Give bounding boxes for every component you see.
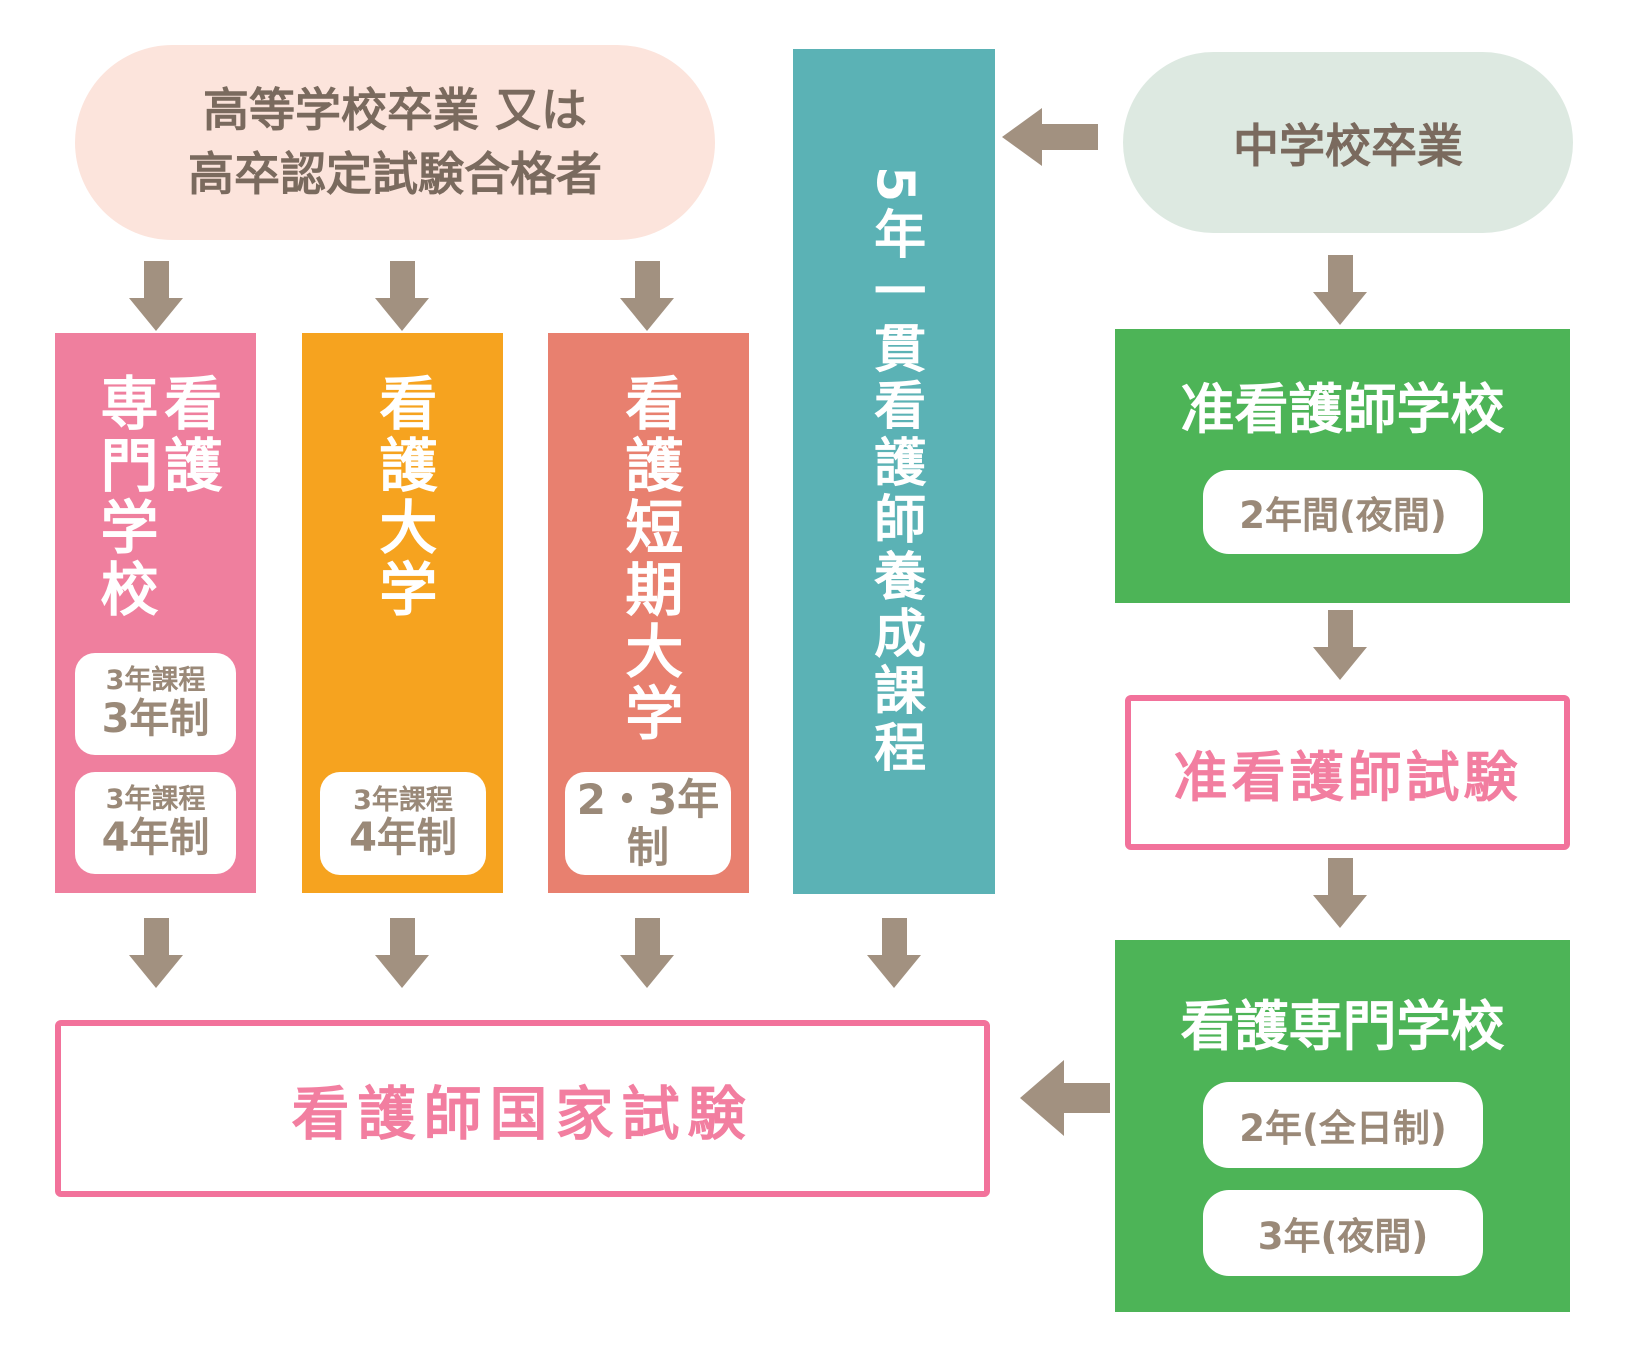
high-school-line1: 高等学校卒業 又は [202, 83, 587, 138]
vocational-box2-course: 3年課程 [105, 784, 206, 816]
national-exam-label: 看護師国家試験 [291, 1079, 754, 1148]
university-box-4year: 3年課程 4年制 [320, 772, 486, 875]
arrow-down-university-to-exam-icon [375, 918, 429, 988]
arrow-down-to-assistant-exam-icon [1313, 610, 1367, 680]
five-year-title-wrap: 5年一貫看護師養成課程 [793, 49, 995, 894]
nursing-school-duration-1: 2年(全日制) [1203, 1082, 1483, 1168]
university-title: 看護大学 [369, 373, 438, 621]
university-box-years: 4年制 [349, 815, 457, 862]
arrow-down-to-assistant-school-icon [1313, 255, 1367, 325]
university-box-course: 3年課程 [353, 784, 453, 816]
assistant-exam-label: 准看護師試験 [1173, 746, 1522, 809]
arrow-down-vocational-to-exam-icon [129, 918, 183, 988]
assistant-nurse-school-box: 准看護師学校 2年間(夜間) [1115, 329, 1570, 603]
arrow-down-to-nursing-school-icon [1313, 858, 1367, 928]
vocational-title-wrap: 看護 専門学校 [55, 333, 256, 893]
arrow-down-to-junior-college-icon [620, 261, 674, 331]
junior-high-graduate-pill: 中学校卒業 [1123, 52, 1573, 233]
junior-college-title: 看護短期大学 [615, 373, 684, 745]
vocational-box1-years: 3年制 [101, 695, 210, 742]
nursing-school-duration-2-label: 3年(夜間) [1257, 1215, 1429, 1258]
junior-college-column: 看護短期大学 2・3年制 [548, 333, 749, 893]
vocational-title: 看護 専門学校 [90, 373, 223, 621]
vocational-box-3year: 3年課程 3年制 [75, 653, 236, 755]
nursing-school-box: 看護専門学校 2年(全日制) 3年(夜間) [1115, 940, 1570, 1312]
assistant-school-duration: 2年間(夜間) [1203, 470, 1483, 554]
nursing-school-title: 看護専門学校 [1180, 995, 1505, 1058]
vocational-box2-years: 4年制 [101, 814, 210, 861]
junior-college-box-years: 2・3年制 [565, 772, 731, 875]
arrow-left-to-five-year-icon [1002, 108, 1098, 166]
arrow-left-to-national-exam-icon [1020, 1060, 1110, 1136]
vocational-school-column: 看護 専門学校 3年課程 3年制 3年課程 4年制 [55, 333, 256, 893]
arrow-down-five-year-to-exam-icon [867, 918, 921, 988]
national-nurse-exam-box: 看護師国家試験 [55, 1020, 990, 1197]
vocational-title-right: 看護 [154, 373, 223, 497]
nursing-school-duration-1-label: 2年(全日制) [1239, 1107, 1447, 1150]
vocational-box1-course: 3年課程 [105, 665, 206, 697]
vocational-box-4year: 3年課程 4年制 [75, 772, 236, 874]
arrow-down-to-university-icon [375, 261, 429, 331]
five-year-course-bar: 5年一貫看護師養成課程 [793, 49, 995, 894]
junior-college-title-wrap: 看護短期大学 [548, 333, 749, 893]
arrow-down-junior-college-to-exam-icon [620, 918, 674, 988]
vocational-title-left: 専門学校 [90, 373, 159, 621]
assistant-nurse-exam-box: 准看護師試験 [1125, 695, 1570, 850]
nursing-school-duration-2: 3年(夜間) [1203, 1190, 1483, 1276]
five-year-title: 5年一貫看護師養成課程 [864, 165, 925, 778]
high-school-graduate-pill: 高等学校卒業 又は 高卒認定試験合格者 [75, 45, 715, 240]
high-school-line2: 高卒認定試験合格者 [188, 146, 602, 201]
junior-college-box-label: 2・3年制 [576, 775, 720, 872]
arrow-down-to-vocational-icon [129, 261, 183, 331]
university-title-wrap: 看護大学 [302, 333, 503, 893]
assistant-school-title: 准看護師学校 [1180, 378, 1505, 441]
university-column: 看護大学 3年課程 4年制 [302, 333, 503, 893]
junior-high-label: 中学校卒業 [1233, 118, 1463, 173]
assistant-school-duration-label: 2年間(夜間) [1239, 494, 1447, 537]
